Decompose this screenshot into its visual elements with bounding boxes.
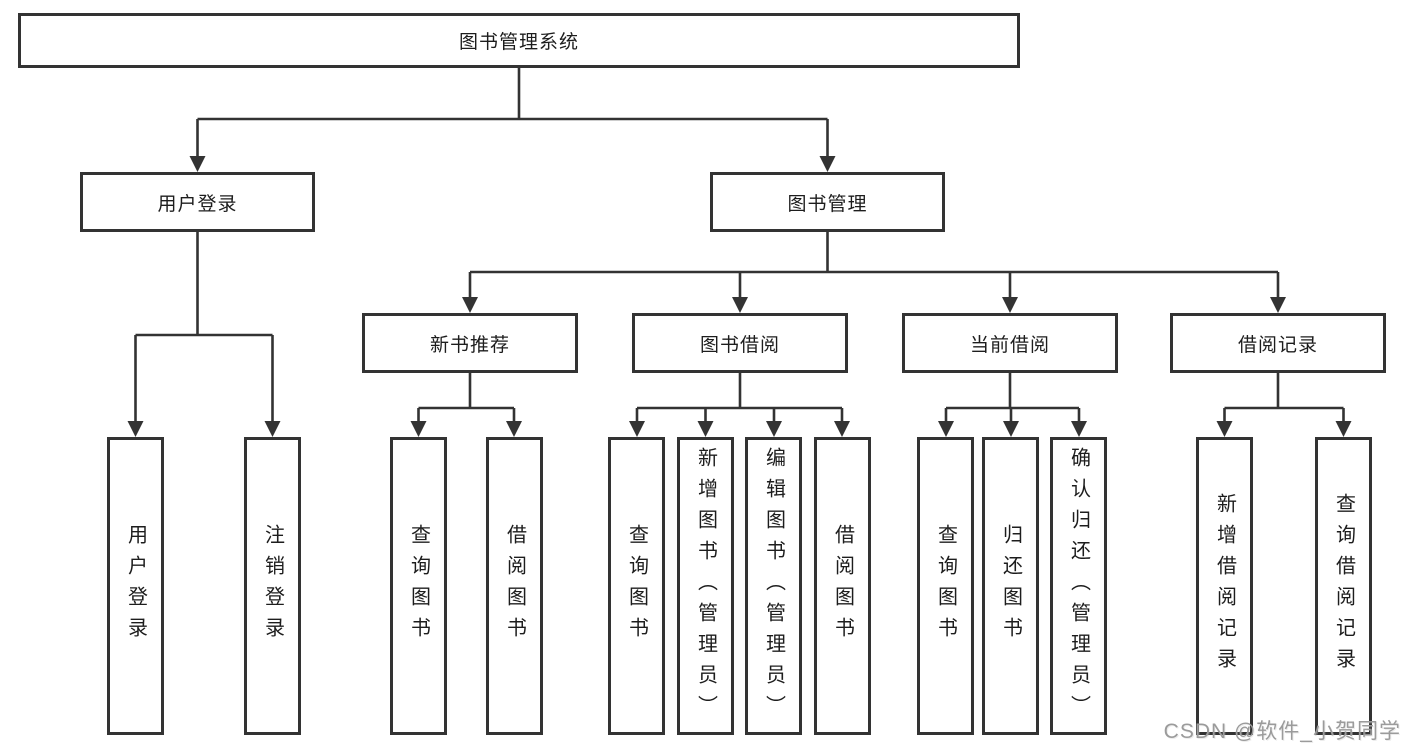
leaf-query-books-recommend-label: 查询图书 (407, 524, 430, 648)
node-user-login-label: 用户登录 (157, 193, 238, 215)
node-book-borrowing: 图书借阅 (632, 313, 848, 373)
leaf-user-login: 用户登录 (107, 437, 164, 735)
leaf-add-book-admin: 新增图书（管理员） (677, 437, 734, 735)
leaf-add-borrow-record: 新增借阅记录 (1196, 437, 1253, 735)
leaf-borrow-books-label: 借阅图书 (831, 524, 854, 648)
node-new-book-recommend: 新书推荐 (362, 313, 578, 373)
leaf-confirm-return-admin: 确认归还（管理员） (1050, 437, 1107, 735)
leaf-add-book-admin-label: 新增图书（管理员） (694, 446, 717, 726)
node-user-login: 用户登录 (80, 172, 315, 232)
leaf-query-books-borrowing: 查询图书 (608, 437, 665, 735)
leaf-borrow-books-recommend-label: 借阅图书 (503, 524, 526, 648)
node-library-system-label: 图书管理系统 (458, 32, 579, 53)
leaf-query-books-current-label: 查询图书 (934, 524, 957, 648)
leaf-query-borrow-record-label: 查询借阅记录 (1332, 493, 1355, 679)
leaf-borrow-books: 借阅图书 (814, 437, 871, 735)
leaf-return-book-label: 归还图书 (999, 524, 1022, 648)
leaf-return-book: 归还图书 (982, 437, 1039, 735)
leaf-query-books-recommend: 查询图书 (390, 437, 447, 735)
node-book-management: 图书管理 (710, 172, 945, 232)
node-current-borrowing: 当前借阅 (902, 313, 1118, 373)
leaf-borrow-books-recommend: 借阅图书 (486, 437, 543, 735)
node-book-management-label: 图书管理 (787, 193, 868, 215)
leaf-add-borrow-record-label: 新增借阅记录 (1213, 493, 1236, 679)
leaf-confirm-return-admin-label: 确认归还（管理员） (1067, 446, 1090, 726)
node-current-borrowing-label: 当前借阅 (969, 334, 1050, 356)
leaf-user-login-label: 用户登录 (124, 524, 147, 648)
leaf-logout-label: 注销登录 (261, 524, 284, 648)
node-new-book-recommend-label: 新书推荐 (429, 334, 510, 356)
node-book-borrowing-label: 图书借阅 (699, 334, 780, 356)
leaf-edit-book-admin: 编辑图书（管理员） (745, 437, 802, 735)
node-library-system: 图书管理系统 (18, 13, 1020, 68)
leaf-query-books-borrowing-label: 查询图书 (625, 524, 648, 648)
csdn-watermark: CSDN @软件_小贺同学 (1163, 720, 1401, 743)
node-borrowing-records-label: 借阅记录 (1237, 334, 1318, 356)
leaf-query-books-current: 查询图书 (917, 437, 974, 735)
leaf-logout: 注销登录 (244, 437, 301, 735)
leaf-edit-book-admin-label: 编辑图书（管理员） (762, 446, 785, 726)
leaf-query-borrow-record: 查询借阅记录 (1315, 437, 1372, 735)
node-borrowing-records: 借阅记录 (1170, 313, 1386, 373)
